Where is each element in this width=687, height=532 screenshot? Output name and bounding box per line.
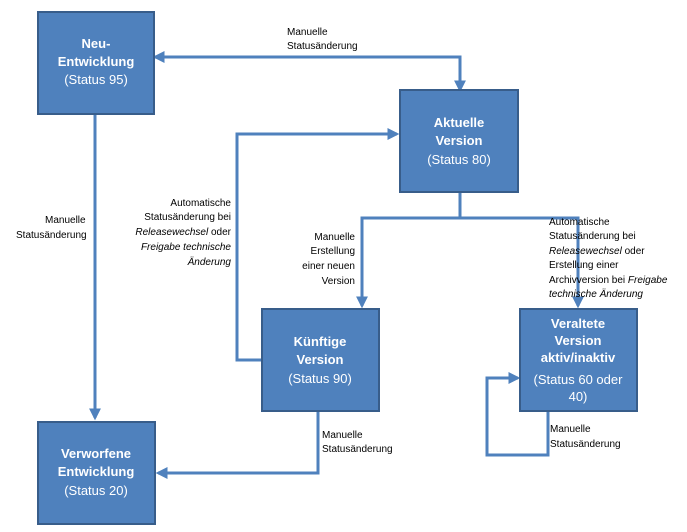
box-neu-line2: Entwicklung bbox=[58, 54, 135, 69]
label-left-manual-line1: Manuelle bbox=[45, 215, 86, 226]
label-auto-left-line3-rest: oder bbox=[208, 227, 231, 238]
label-manual-create-line2: Erstellung bbox=[311, 246, 355, 257]
box-kuenftige-version: Künftige Version (Status 90) bbox=[261, 308, 380, 412]
label-bottom-manual-line2: Statusänderung bbox=[322, 444, 393, 455]
arrow-kuenftig-to-verworfen bbox=[155, 411, 320, 479]
box-verworfene-entwicklung: Verworfene Entwicklung (Status 20) bbox=[37, 421, 156, 525]
box-kuenftig-line1: Künftige bbox=[294, 334, 347, 349]
label-manual-create-line3: einer neuen bbox=[302, 261, 355, 272]
box-veraltet-status-line1: (Status 60 oder bbox=[534, 372, 624, 387]
box-aktuell-line1: Aktuelle bbox=[434, 115, 485, 130]
label-self-manual: Manuelle Statusänderung bbox=[550, 424, 621, 450]
box-kuenftig-status: (Status 90) bbox=[288, 371, 352, 386]
label-left-manual-line2: Statusänderung bbox=[16, 230, 87, 241]
label-auto-left-line3-italic: Releasewechsel bbox=[135, 227, 209, 238]
label-bottom-manual-line1: Manuelle bbox=[322, 430, 363, 441]
arrow-neu-to-aktuell bbox=[152, 51, 466, 93]
box-neu-status: (Status 95) bbox=[64, 72, 128, 87]
label-auto-right-line3: Releasewechsel oder bbox=[549, 246, 645, 257]
label-auto-left-line2: Statusänderung bei bbox=[144, 212, 231, 223]
label-auto-left-line3: Releasewechsel oder bbox=[135, 227, 231, 238]
arrow-aktuell-to-kuenftig bbox=[356, 192, 462, 309]
box-verworfen-line2: Entwicklung bbox=[58, 464, 135, 479]
box-aktuelle-version: Aktuelle Version (Status 80) bbox=[399, 89, 519, 193]
label-top-manual: Manuelle Statusänderung bbox=[287, 27, 358, 52]
arrow-aktuell-to-veraltet bbox=[460, 216, 584, 309]
label-left-manual: Manuelle Statusänderung bbox=[16, 215, 87, 241]
label-self-manual-line1: Manuelle bbox=[550, 424, 591, 435]
label-auto-right-line5: Archivversion bei Freigabe bbox=[549, 275, 668, 286]
label-auto-right-line5-plain: Archivversion bei bbox=[549, 275, 628, 286]
box-veraltet-status-line2: 40) bbox=[569, 389, 588, 404]
label-manual-create-line1: Manuelle bbox=[314, 232, 355, 243]
label-auto-left: Automatische Statusänderung bei Releasew… bbox=[135, 198, 231, 268]
label-auto-right-line2: Statusänderung bei bbox=[549, 231, 636, 242]
label-manual-create-line4: Version bbox=[322, 276, 355, 287]
label-top-manual-line1: Manuelle bbox=[287, 27, 328, 38]
arrow-kuenftig-to-aktuell bbox=[235, 128, 400, 362]
box-veraltet-line1: Veraltete bbox=[551, 316, 605, 331]
label-auto-left-line5: Änderung bbox=[187, 256, 232, 268]
box-aktuell-line2: Version bbox=[436, 133, 483, 148]
box-veraltet-line2: Version bbox=[555, 333, 602, 348]
box-kuenftig-line2: Version bbox=[297, 352, 344, 367]
label-auto-left-line4: Freigabe technische bbox=[141, 242, 231, 253]
box-veraltete-version: Veraltete Version aktiv/inaktiv (Status … bbox=[519, 308, 638, 412]
label-auto-right-line4: Erstellung einer bbox=[549, 260, 619, 271]
label-manual-create: Manuelle Erstellung einer neuen Version bbox=[302, 232, 355, 287]
label-bottom-manual: Manuelle Statusänderung bbox=[322, 430, 393, 455]
arrow-veraltet-self bbox=[485, 372, 550, 457]
box-verworfen-status: (Status 20) bbox=[64, 483, 128, 498]
box-neu-entwicklung: Neu- Entwicklung (Status 95) bbox=[37, 11, 155, 115]
box-aktuell-status: (Status 80) bbox=[427, 152, 491, 167]
label-auto-right-line5-italic: Freigabe bbox=[628, 275, 668, 286]
label-auto-left-line1: Automatische bbox=[170, 198, 231, 209]
label-auto-right: Automatische Statusänderung bei Releasew… bbox=[549, 217, 668, 300]
label-auto-right-line1: Automatische bbox=[549, 217, 610, 228]
box-veraltet-line3: aktiv/inaktiv bbox=[541, 350, 616, 365]
box-verworfen-line1: Verworfene bbox=[61, 446, 131, 461]
label-auto-right-line3-italic: Releasewechsel bbox=[549, 246, 623, 257]
box-neu-line1: Neu- bbox=[82, 36, 111, 51]
label-auto-right-line3-rest: oder bbox=[622, 246, 645, 257]
label-self-manual-line2: Statusänderung bbox=[550, 439, 621, 450]
label-auto-right-line6: technische Änderung bbox=[549, 288, 643, 300]
label-top-manual-line2: Statusänderung bbox=[287, 41, 358, 52]
